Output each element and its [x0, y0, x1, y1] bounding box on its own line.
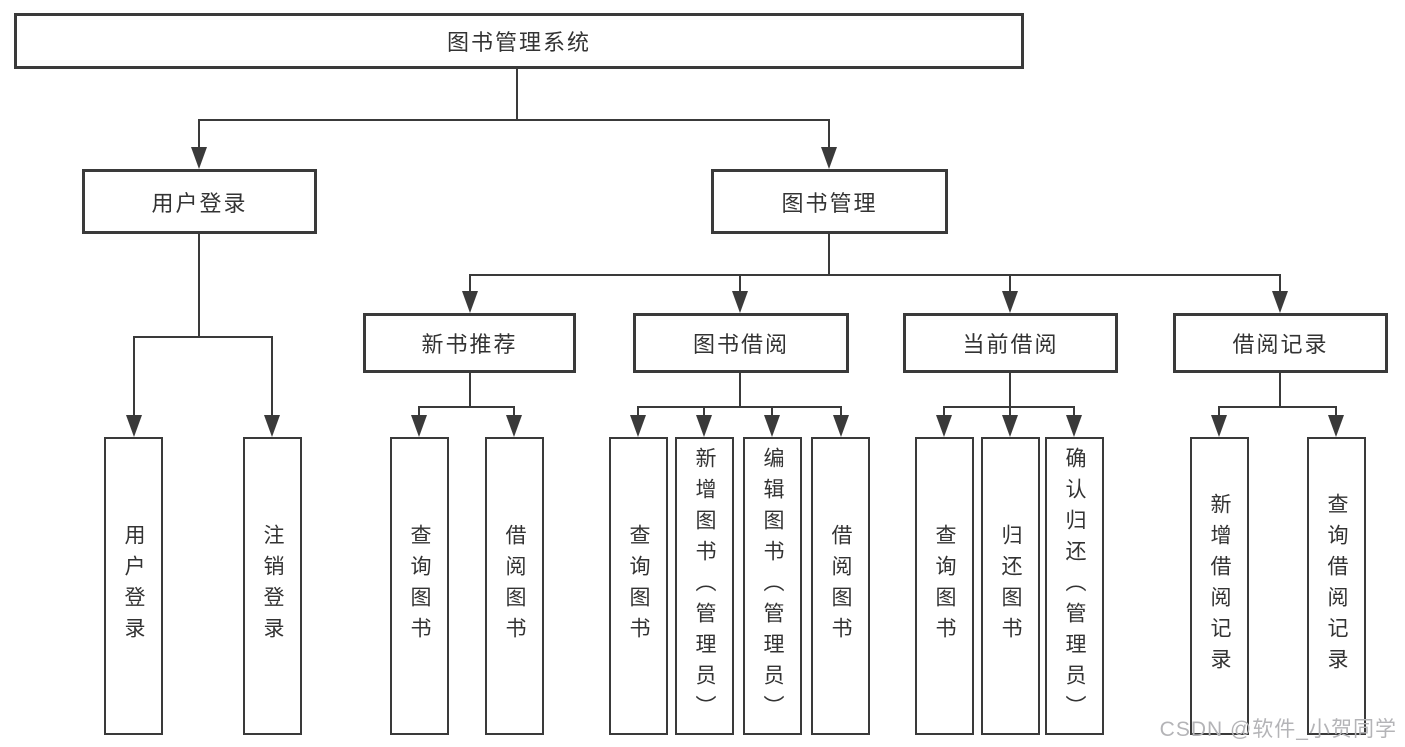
node-label: 图书管理系统 [446, 30, 591, 55]
connector-to-leaf-add-record [1218, 406, 1220, 417]
arrowhead-to-user-login [191, 147, 207, 169]
connector-to-book-borrow [739, 274, 741, 293]
connector-to-leaf-query-book-3 [943, 406, 945, 417]
connector-to-leaf-add-book [703, 406, 705, 417]
leaf-label: 查询图书 [627, 524, 650, 648]
leaf-logout: 注销登录 [243, 437, 302, 735]
connector-user-login-stem [198, 234, 200, 336]
leaf-label: 借阅图书 [503, 524, 526, 648]
connector-to-current-borrow [1009, 274, 1011, 293]
arrowhead-to-leaf-query-book-3 [936, 415, 952, 437]
connector-to-new-book [469, 274, 471, 293]
arrowhead-to-leaf-edit-book [764, 415, 780, 437]
arrowhead-to-leaf-query-record [1328, 415, 1344, 437]
connector-to-leaf-query-book-2 [637, 406, 639, 417]
node-label: 借阅记录 [1232, 332, 1329, 357]
node-label: 当前借阅 [962, 332, 1059, 357]
leaf-return-book: 归还图书 [981, 437, 1040, 735]
arrowhead-to-new-book [462, 291, 478, 313]
connector-to-leaf-confirm-return [1073, 406, 1075, 417]
connector-user-login-crossbar [133, 336, 273, 338]
leaf-label: 借阅图书 [829, 524, 852, 648]
node-current-borrowing: 当前借阅 [903, 313, 1118, 373]
leaf-query-borrow-record: 查询借阅记录 [1307, 437, 1366, 735]
arrowhead-to-book-management [821, 147, 837, 169]
node-borrowing-records: 借阅记录 [1173, 313, 1388, 373]
leaf-label: 编辑图书（管理员） [761, 446, 784, 726]
leaf-label: 查询借阅记录 [1325, 493, 1348, 679]
leaf-query-book-1: 查询图书 [390, 437, 449, 735]
connector-to-user-login [198, 119, 200, 149]
connector-current-borrow-stem [1009, 373, 1011, 406]
node-book-management: 图书管理 [711, 169, 948, 234]
connector-borrow-records-crossbar [1218, 406, 1337, 408]
leaf-user-login: 用户登录 [104, 437, 163, 735]
arrowhead-to-leaf-add-record [1211, 415, 1227, 437]
arrowhead-to-leaf-borrow-book-1 [506, 415, 522, 437]
leaf-label: 查询图书 [408, 524, 431, 648]
arrowhead-to-leaf-add-book [696, 415, 712, 437]
node-label: 用户登录 [151, 190, 248, 216]
connector-to-leaf-query-book-1 [418, 406, 420, 417]
leaf-query-book-2: 查询图书 [609, 437, 668, 735]
connector-to-borrow-records [1279, 274, 1281, 293]
connector-book-borrow-crossbar [637, 406, 841, 408]
arrowhead-to-current-borrow [1002, 291, 1018, 313]
arrowhead-to-leaf-query-book-2 [630, 415, 646, 437]
connector-borrow-records-stem [1279, 373, 1281, 406]
leaf-label: 归还图书 [999, 524, 1022, 648]
leaf-label: 确认归还（管理员） [1063, 446, 1086, 726]
node-label: 图书管理 [781, 190, 878, 216]
arrowhead-to-leaf-query-book-1 [411, 415, 427, 437]
connector-to-leaf-return-book [1009, 406, 1011, 417]
node-book-borrowing: 图书借阅 [633, 313, 849, 373]
node-label: 图书借阅 [692, 332, 789, 357]
leaf-query-book-3: 查询图书 [915, 437, 974, 735]
connector-to-leaf-query-record [1335, 406, 1337, 417]
arrowhead-to-leaf-user-login [126, 415, 142, 437]
connector-new-book-stem [469, 373, 471, 406]
leaf-label: 用户登录 [122, 524, 145, 648]
leaf-confirm-return-admin: 确认归还（管理员） [1045, 437, 1104, 735]
connector-to-leaf-logout [271, 336, 273, 416]
leaf-edit-book-admin: 编辑图书（管理员） [743, 437, 802, 735]
connector-to-leaf-user-login [133, 336, 135, 416]
connector-to-leaf-borrow-book-1 [513, 406, 515, 417]
connector-to-leaf-edit-book [771, 406, 773, 417]
leaf-borrow-book-1: 借阅图书 [485, 437, 544, 735]
arrowhead-to-leaf-confirm-return [1066, 415, 1082, 437]
node-new-book-recommend: 新书推荐 [363, 313, 576, 373]
connector-to-leaf-borrow-book-2 [840, 406, 842, 417]
node-user-login: 用户登录 [82, 169, 317, 234]
node-label: 新书推荐 [421, 332, 518, 357]
leaf-label: 查询图书 [933, 524, 956, 648]
connector-new-book-crossbar [418, 406, 515, 408]
arrowhead-to-leaf-borrow-book-2 [833, 415, 849, 437]
leaf-label: 新增借阅记录 [1208, 493, 1231, 679]
arrowhead-to-borrow-records [1272, 291, 1288, 313]
arrowhead-to-book-borrow [732, 291, 748, 313]
leaf-add-borrow-record: 新增借阅记录 [1190, 437, 1249, 735]
connector-book-management-crossbar [469, 274, 1281, 276]
connector-root-crossbar [198, 119, 830, 121]
connector-to-book-management [828, 119, 830, 149]
connector-book-borrow-stem [739, 373, 741, 406]
connector-root-stem [516, 69, 518, 119]
node-library-management-system: 图书管理系统 [14, 13, 1024, 69]
arrowhead-to-leaf-return-book [1002, 415, 1018, 437]
arrowhead-to-leaf-logout [264, 415, 280, 437]
connector-book-management-stem [828, 234, 830, 274]
leaf-borrow-book-2: 借阅图书 [811, 437, 870, 735]
leaf-add-book-admin: 新增图书（管理员） [675, 437, 734, 735]
leaf-label: 新增图书（管理员） [693, 446, 716, 726]
leaf-label: 注销登录 [261, 524, 284, 648]
